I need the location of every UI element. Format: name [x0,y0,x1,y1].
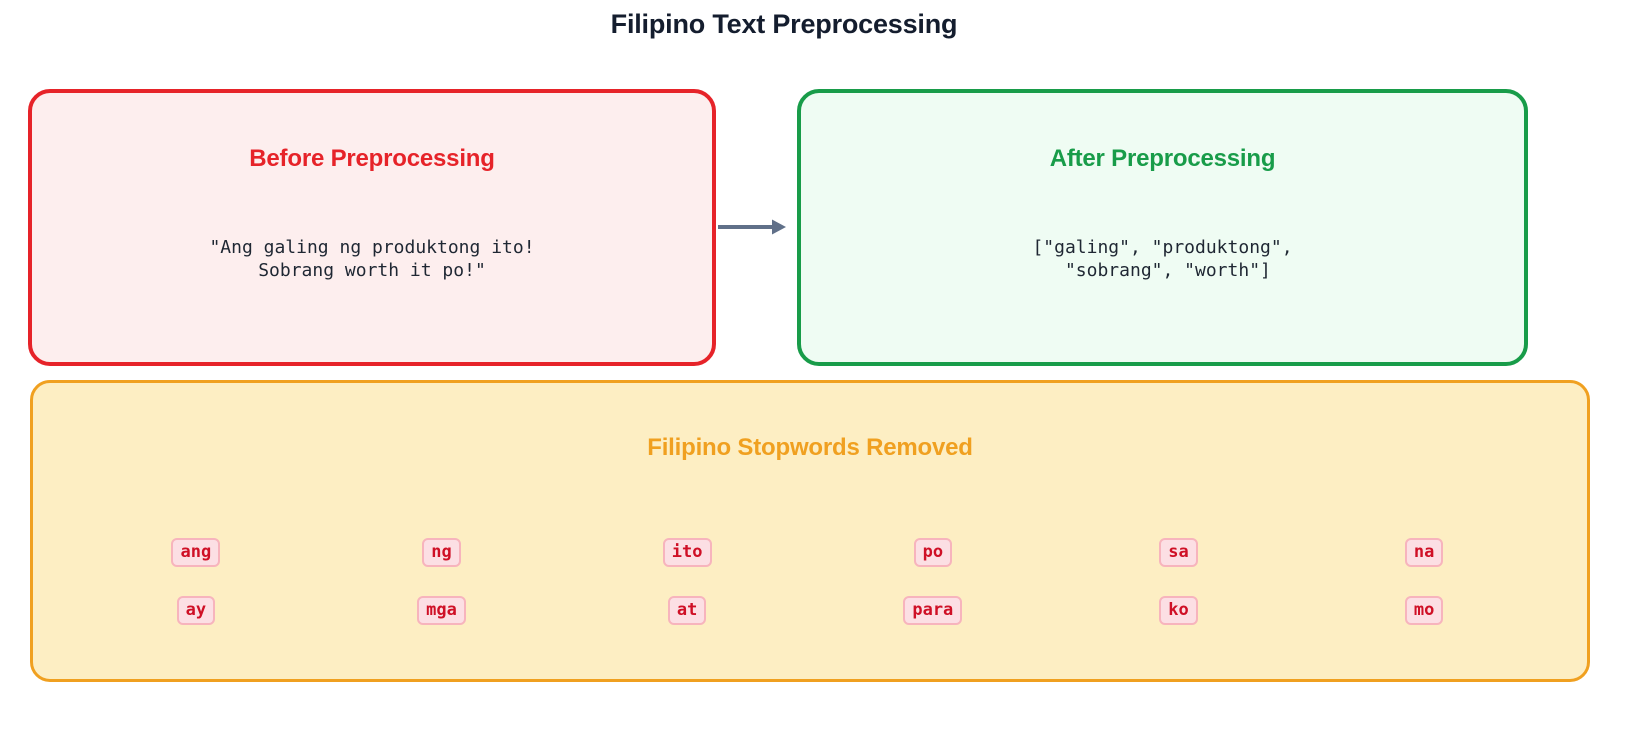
stopword-chip: ng [422,537,461,567]
stopword-chip: ko [1159,595,1198,625]
panel-stopwords-heading: Filipino Stopwords Removed [647,434,973,461]
panel-before-preprocessing: Before Preprocessing "Ang galing ng prod… [28,89,716,366]
stopword-chip: mo [1404,595,1444,625]
panel-after-heading: After Preprocessing [1049,145,1276,172]
flow-arrow [718,215,788,239]
page-title: Filipino Text Preprocessing [610,9,958,39]
stopword-chip: ay [176,595,216,625]
stopword-chip: at [667,595,707,625]
panel-stopwords-removed: Filipino Stopwords Removed ang ng ito po sa n… [30,380,1590,682]
stopword-chip: na [1404,537,1444,567]
stopword-chip: sa [1159,537,1198,567]
panel-before-text: "Ang galing ng produktong ito! Sobrang w… [209,237,535,281]
stopword-chip-grid: ang ng ito po sa na ay mga at para ko mo [73,523,1547,639]
stopword-chip: ito [662,537,712,567]
panel-after-preprocessing: After Preprocessing ["galing", "produkto… [797,89,1528,366]
panel-before-heading: Before Preprocessing [249,145,495,172]
stopword-chip: mga [417,595,466,625]
panel-after-text: ["galing", "produktong", "sobrang", "wor… [1032,237,1293,281]
stopword-chip: po [913,537,953,567]
stopword-chip: ang [171,537,221,567]
stopword-chip: para [903,595,963,625]
arrow-right-icon [718,219,786,235]
